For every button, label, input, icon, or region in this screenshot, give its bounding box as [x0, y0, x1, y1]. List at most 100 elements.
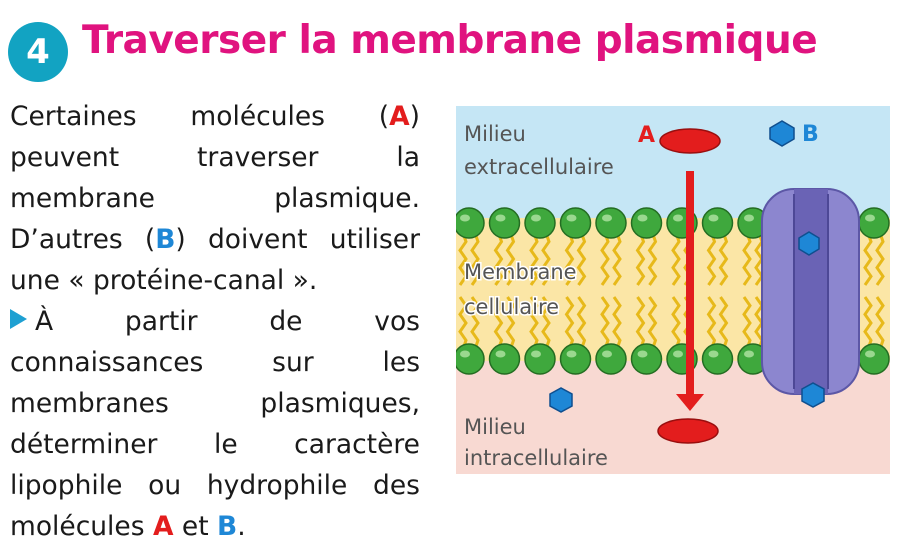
lipid-tail	[505, 232, 516, 286]
lipid-tail	[470, 296, 480, 350]
lipid-tail	[875, 296, 885, 350]
section-header: 4 Traverser la membrane plasmique	[0, 0, 900, 90]
lipid-tail	[875, 232, 885, 286]
task-molecule-b-ref: B	[217, 511, 238, 542]
lipid-tail	[863, 296, 873, 350]
molecule-b-in-channel-top	[798, 231, 820, 256]
lipid-tail	[493, 232, 504, 286]
task-text-2: et	[173, 511, 218, 542]
task-molecule-a-ref: A	[152, 511, 174, 542]
molecule-a-intracellular	[657, 418, 719, 444]
lipid-tail	[600, 232, 610, 286]
lipid-head-highlight	[637, 350, 648, 358]
lipid-head	[595, 343, 627, 375]
molecule-a-extracellular	[659, 128, 721, 154]
section-title: Traverser la membrane plasmique	[82, 18, 818, 63]
label-extracellular-1: Milieu	[464, 122, 526, 146]
label-intracellular-1: Milieu	[464, 415, 526, 439]
label-molecule-b: B	[802, 122, 819, 147]
lipid-tail	[742, 296, 752, 350]
molecule-a-ref: A	[389, 101, 410, 132]
lipid-head-highlight	[673, 214, 683, 222]
lipid-head-highlight	[744, 350, 754, 358]
lipid-head-highlight	[460, 214, 470, 222]
lipid-head-highlight	[460, 350, 470, 358]
intro-text-2: ) peuvent traverser la membrane plasmiqu…	[10, 101, 420, 255]
lipid-head	[488, 207, 521, 239]
lipid-tail	[863, 232, 873, 286]
lipid-head	[858, 343, 890, 375]
lipid-tail	[718, 232, 729, 286]
lipid-head-highlight	[531, 350, 541, 358]
molecule-b-intracellular	[549, 387, 573, 413]
lipid-tail	[576, 232, 587, 286]
lipid-tail	[671, 296, 681, 350]
lipid-head-highlight	[602, 350, 612, 358]
lipid-tail	[493, 296, 504, 350]
label-membrane-1: Membrane	[464, 260, 577, 284]
lipid-head-highlight	[531, 214, 541, 222]
instructions-text: Certaines molécules (A) peuvent traverse…	[10, 96, 420, 547]
lipid-tail	[576, 296, 587, 350]
intro-text-1: Certaines molécules (	[10, 101, 390, 132]
lipid-tail	[541, 232, 551, 286]
molecule-b-in-channel-bottom	[801, 382, 825, 408]
lipid-tail	[564, 296, 575, 350]
lipid-head-highlight	[566, 350, 577, 358]
lipid-tail	[706, 232, 717, 286]
task-paragraph: À partir de vos connaissances sur les me…	[10, 301, 420, 547]
intro-paragraph: Certaines molécules (A) peuvent traverse…	[10, 96, 420, 301]
molecule-b-extracellular	[769, 120, 795, 147]
label-extracellular-2: extracellulaire	[464, 155, 614, 179]
lipid-tail	[564, 232, 575, 286]
lipid-head-highlight	[708, 214, 719, 222]
phospholipid-heads	[456, 207, 890, 375]
task-text-1: À partir de vos connaissances sur les me…	[10, 306, 420, 542]
lipid-head	[595, 207, 627, 239]
lipid-head-highlight	[744, 214, 754, 222]
lipid-head	[858, 207, 890, 239]
channel-protein	[761, 188, 860, 395]
lipid-head-highlight	[637, 214, 648, 222]
diffusion-arrow	[676, 171, 704, 411]
lipid-head-highlight	[495, 214, 506, 222]
lipid-tail	[612, 232, 622, 286]
lipid-tail	[529, 296, 539, 350]
lipid-head-highlight	[495, 350, 506, 358]
label-molecule-a: A	[638, 123, 655, 148]
label-intracellular-2: intracellulaire	[464, 446, 608, 470]
lipid-head	[524, 207, 556, 239]
lipid-tail	[470, 232, 480, 286]
lipid-head-highlight	[865, 350, 875, 358]
lipid-tail	[742, 232, 752, 286]
lipid-head-highlight	[673, 350, 683, 358]
lipid-tail	[635, 232, 646, 286]
label-membrane-2: cellulaire	[464, 295, 559, 319]
molecule-b-ref: B	[155, 224, 176, 255]
lipid-tail	[458, 232, 468, 286]
lipid-head	[701, 207, 734, 239]
lipid-tail	[529, 232, 539, 286]
lipid-tail	[600, 296, 610, 350]
lipid-head	[488, 343, 521, 375]
lipid-tail	[647, 232, 658, 286]
lipid-head-highlight	[602, 214, 612, 222]
lipid-head-highlight	[865, 214, 875, 222]
section-number-badge: 4	[8, 22, 68, 82]
task-text-end: .	[237, 511, 246, 542]
lipid-head-highlight	[708, 350, 719, 358]
lipid-head	[701, 343, 734, 375]
membrane-diagram: Milieu extracellulaire Membrane cellulai…	[456, 106, 890, 474]
lipid-head	[559, 343, 592, 375]
lipid-tail	[706, 296, 717, 350]
intro-text-3: ) doivent utiliser une « protéine-canal …	[10, 224, 420, 296]
lipid-head	[630, 343, 663, 375]
lipid-tail	[635, 296, 646, 350]
lipid-tail	[647, 296, 658, 350]
lipid-tail	[541, 296, 551, 350]
lipid-tail	[671, 232, 681, 286]
lipid-head	[456, 207, 485, 239]
lipid-tail	[718, 296, 729, 350]
lipid-head	[524, 343, 556, 375]
lipid-head	[456, 343, 485, 375]
